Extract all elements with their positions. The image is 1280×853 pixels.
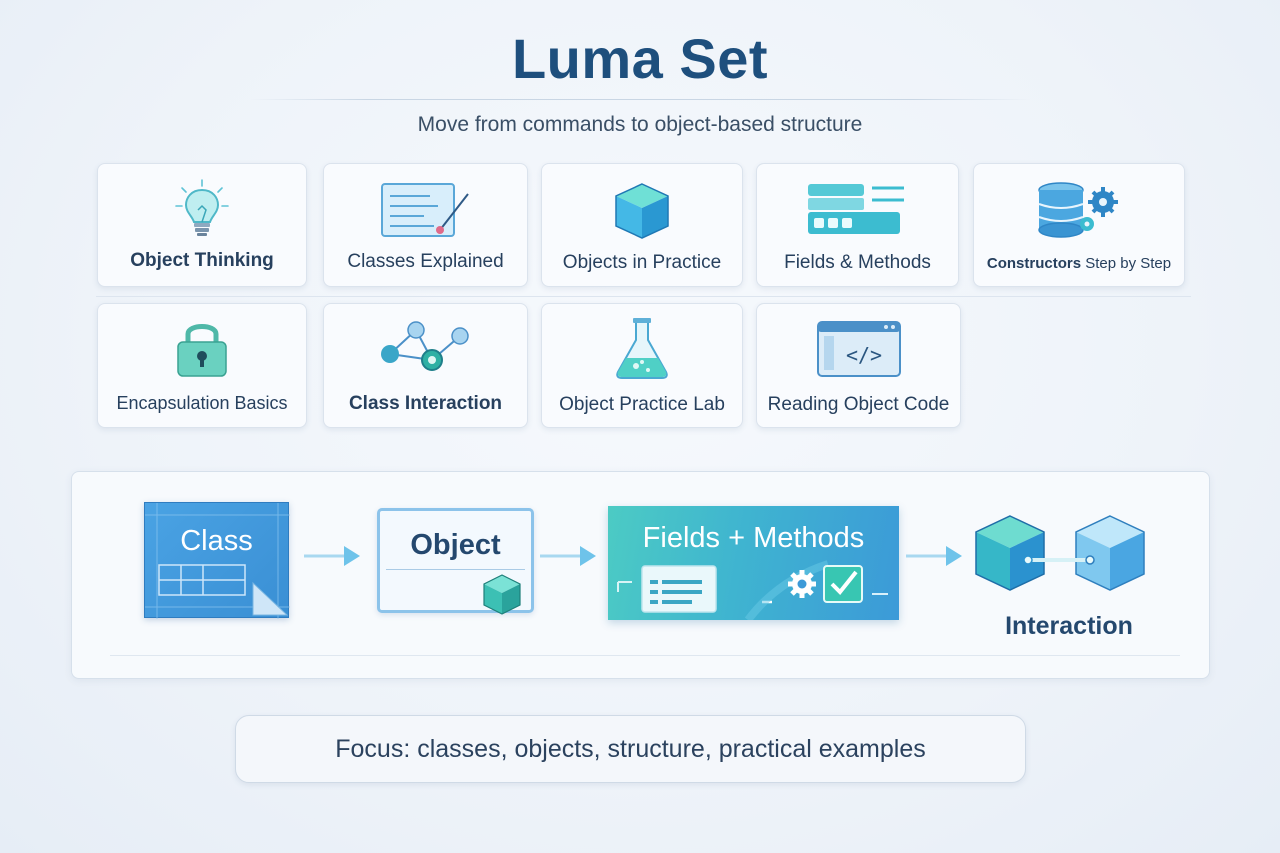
topic-card-practice-lab[interactable]: Object Practice Lab <box>541 303 743 428</box>
topic-card-class-interaction[interactable]: Class Interaction <box>323 303 528 428</box>
topic-card-fields-methods[interactable]: Fields & Methods <box>756 163 959 287</box>
topic-card-encapsulation[interactable]: Encapsulation Basics <box>97 303 307 428</box>
lightbulb-icon <box>175 179 229 236</box>
code-window-icon: </> <box>816 321 901 377</box>
topic-card-reading-code[interactable]: </> Reading Object Code <box>756 303 961 428</box>
blueprint-icon <box>145 503 290 619</box>
topic-label: Classes Explained <box>347 251 504 272</box>
focus-banner: Focus: classes, objects, structure, prac… <box>235 715 1026 783</box>
topic-card-constructors[interactable]: Constructors Step by Step <box>973 163 1185 287</box>
title-divider <box>250 99 1030 100</box>
topic-label: Objects in Practice <box>562 252 722 273</box>
arrow-icon <box>304 546 360 566</box>
topic-label: Reading Object Code <box>767 394 950 415</box>
flow-step-label: Interaction <box>1005 612 1133 640</box>
page-title: Luma Set <box>511 27 769 90</box>
linked-cubes-icon <box>975 515 1145 591</box>
topic-card-objects-in-practice[interactable]: Objects in Practice <box>541 163 743 287</box>
flow-step-fields-methods: Fields + Methods <box>608 506 899 620</box>
flow-step-label: Object <box>410 529 501 561</box>
flow-step-label: Fields + Methods <box>642 522 865 554</box>
svg-text:</>: </> <box>845 343 881 367</box>
arrow-icon <box>540 546 596 566</box>
cube-icon <box>483 574 521 615</box>
topic-label: Object Thinking <box>130 250 274 271</box>
topic-label: Fields & Methods <box>784 252 931 273</box>
topic-card-object-thinking[interactable]: Object Thinking <box>97 163 307 287</box>
flow-step-label: Class <box>180 525 253 557</box>
flow-divider <box>110 655 1180 656</box>
flow-step-class: Class <box>144 502 290 619</box>
arrow-icon <box>906 546 962 566</box>
panel-gear-check-icon <box>617 560 888 620</box>
panel-icon <box>807 184 904 234</box>
topic-label-bold: Constructors <box>986 255 1082 272</box>
topic-label: Object Practice Lab <box>559 394 725 415</box>
topic-label: Constructors Step by Step <box>974 255 1184 272</box>
flask-icon <box>616 318 668 379</box>
database-gear-icon <box>1038 182 1118 238</box>
network-nodes-icon <box>380 321 469 371</box>
flow-step-object: Object <box>377 508 534 615</box>
topic-card-classes-explained[interactable]: Classes Explained <box>323 163 528 287</box>
document-pen-icon <box>380 183 469 237</box>
cube-icon <box>615 183 669 239</box>
topic-label: Encapsulation Basics <box>116 393 288 413</box>
padlock-icon <box>177 324 227 377</box>
topic-label: Class Interaction <box>348 393 503 414</box>
row-divider <box>96 296 1191 297</box>
topic-label-rest: Step by Step <box>1085 255 1172 272</box>
page-subtitle: Move from commands to object-based struc… <box>417 113 863 136</box>
